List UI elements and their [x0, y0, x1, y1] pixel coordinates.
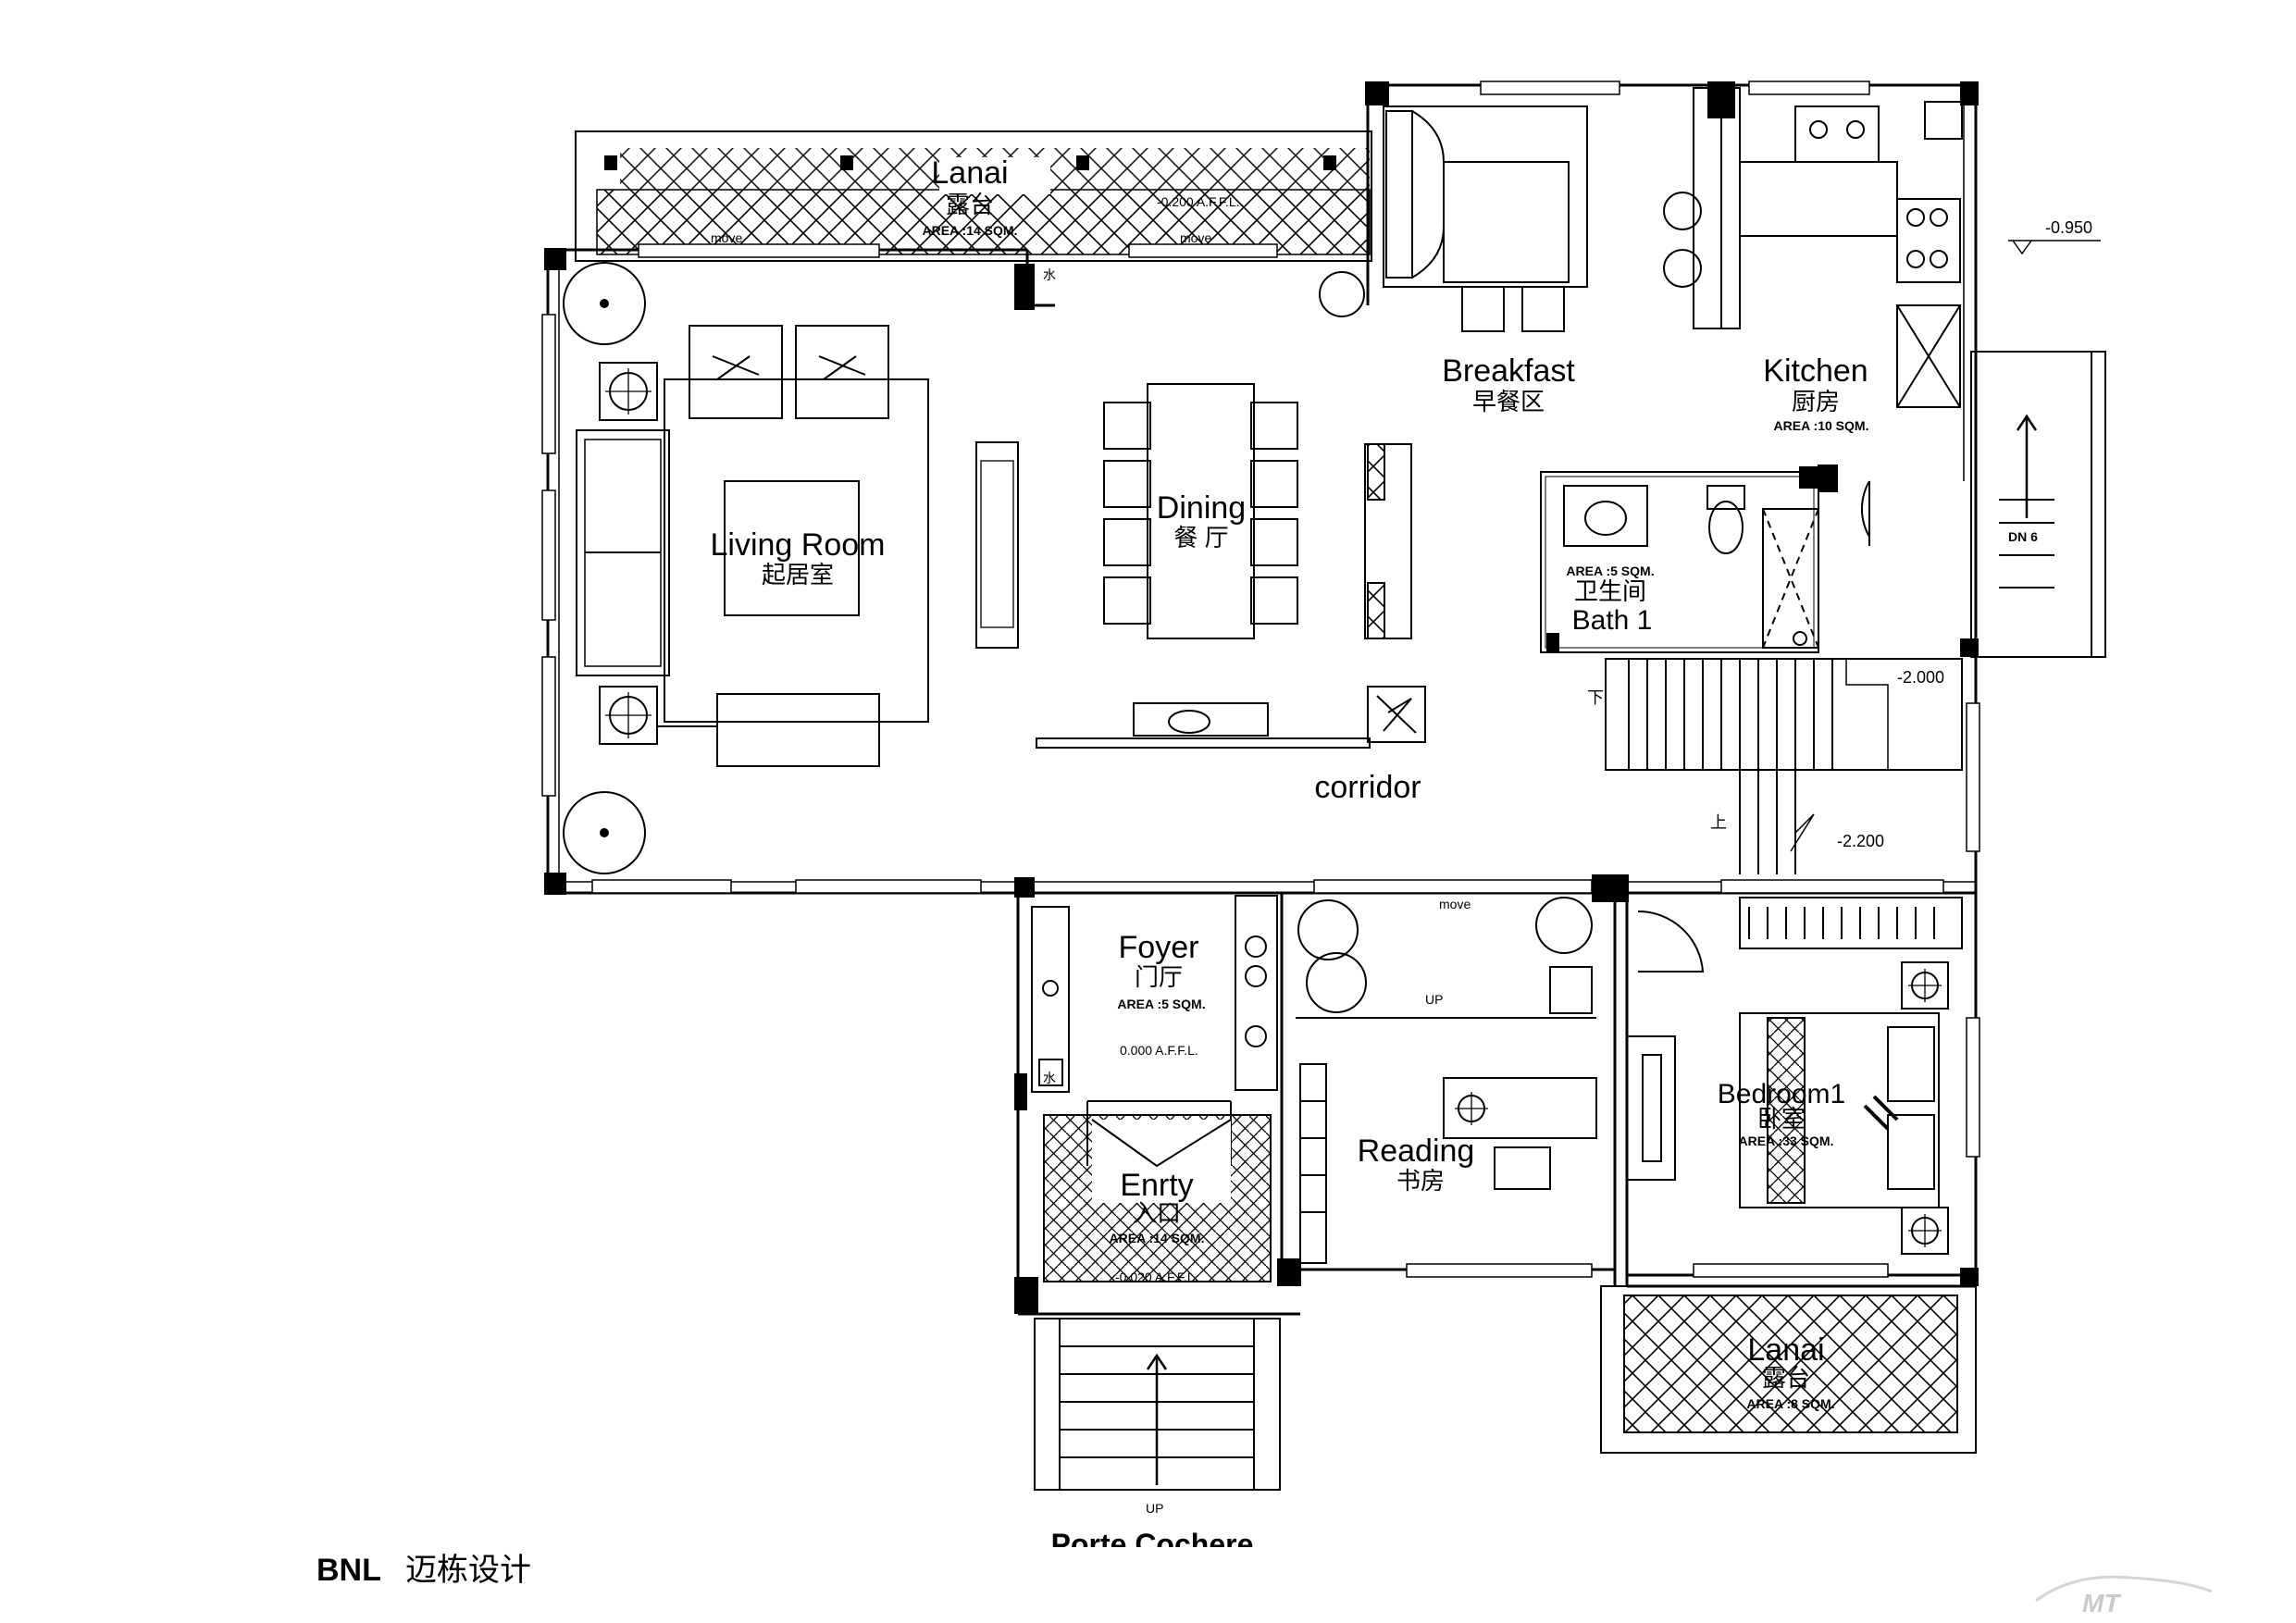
- bath-area: AREA :5 SQM.: [1566, 564, 1654, 578]
- foyer-cn: 门厅: [1135, 963, 1183, 991]
- lanai-top-cn: 露台: [946, 191, 994, 218]
- bedroom-label: Bedroom1: [1718, 1079, 1845, 1109]
- bath-cn: 卫生间: [1574, 577, 1646, 605]
- stair-lower-level: -2.200: [1837, 832, 1884, 850]
- breakfast-cn: 早餐区: [1472, 388, 1545, 415]
- bedroom-area: AREA :33 SQM.: [1739, 1134, 1834, 1148]
- water-label-living: 水: [1043, 267, 1056, 282]
- interior-stair: [1605, 658, 1963, 874]
- entry-label: Enrty: [1120, 1168, 1193, 1203]
- water-label-foyer: 水: [1043, 1071, 1056, 1085]
- east-stairs: [1970, 351, 2106, 658]
- bath-label: Bath 1: [1572, 605, 1653, 636]
- corridor-label: corridor: [1314, 770, 1421, 805]
- entry-level: -0.020 A.F.F.L.: [1115, 1270, 1198, 1284]
- kitchen-label: Kitchen: [1763, 353, 1868, 389]
- entry-stair-up-label: UP: [1146, 1501, 1163, 1516]
- lanai-level-label: -0.200 A.F.F.L.: [1157, 194, 1240, 209]
- entry-cn: 入口: [1133, 1199, 1181, 1227]
- watermark: MT: [2035, 1575, 2213, 1617]
- bedroom-cn: 卧室: [1757, 1105, 1806, 1133]
- foyer: [1031, 895, 1278, 1166]
- kitchen-area: AREA :10 SQM.: [1774, 418, 1869, 433]
- windows: [541, 81, 1980, 1278]
- footer-brand: BNL: [316, 1553, 381, 1588]
- reading-move-label: move: [1439, 897, 1471, 911]
- reading-room: [1296, 897, 1597, 1264]
- footer: BNL 迈栋设计: [316, 1553, 531, 1588]
- exterior-level: -0.950: [2045, 218, 2092, 237]
- watermark-text: MT: [2082, 1589, 2122, 1617]
- lanai-bottom-area: AREA :8 SQM.: [1746, 1396, 1834, 1411]
- living-room-label: Living Room: [711, 527, 886, 563]
- reading-up-label: UP: [1425, 992, 1443, 1007]
- stair-down-label: 下: [1587, 688, 1604, 707]
- reading-label: Reading: [1358, 1134, 1475, 1169]
- stair-up-label: 上: [1710, 813, 1727, 832]
- living-furniture: [563, 262, 1365, 874]
- lanai-top-label: Lanai: [931, 155, 1008, 191]
- lanai-bottom: [1600, 1285, 1977, 1454]
- dining-cn: 餐 厅: [1173, 524, 1228, 551]
- lanai-top-area: AREA :14 SQM.: [923, 223, 1018, 238]
- crop-band: [999, 1547, 1314, 1584]
- kitchen-cn: 厨房: [1792, 388, 1840, 415]
- foyer-area: AREA :5 SQM.: [1117, 997, 1205, 1011]
- footer-company: 迈栋设计: [405, 1553, 531, 1588]
- stair-upper-level: -2.000: [1897, 668, 1944, 687]
- dining-label: Dining: [1157, 490, 1246, 526]
- foyer-label: Foyer: [1119, 930, 1199, 965]
- dining-furniture: [1036, 383, 1426, 749]
- kitchen-area: [1383, 87, 1963, 408]
- lanai-bottom-label: Lanai: [1747, 1332, 1824, 1368]
- breakfast-label: Breakfast: [1442, 353, 1575, 389]
- entry-area: AREA :14 SQM.: [1110, 1231, 1205, 1245]
- reading-cn: 书房: [1396, 1167, 1445, 1195]
- entry: [1043, 1114, 1272, 1282]
- bedroom-1: [1626, 897, 1963, 1255]
- dn-label: DN 6: [2008, 529, 2038, 544]
- foyer-level: 0.000 A.F.F.L.: [1120, 1043, 1198, 1058]
- lanai-move-label-1: move: [711, 230, 742, 245]
- level-marker-icon: [2008, 240, 2101, 255]
- bath-1: [1540, 466, 1870, 653]
- lanai-bottom-cn: 露台: [1762, 1364, 1810, 1392]
- room-labels: Lanai 露台 AREA :14 SQM. -0.200 A.F.F.L. m…: [711, 155, 2101, 1561]
- living-room-cn: 起居室: [762, 561, 834, 588]
- entry-stairs: [1034, 1318, 1281, 1491]
- lanai-move-label-2: move: [1180, 230, 1211, 245]
